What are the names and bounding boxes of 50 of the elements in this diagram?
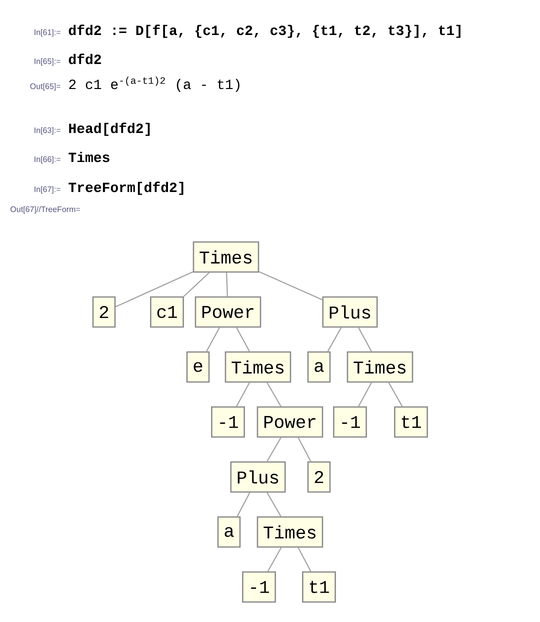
tree-node: -1 [242, 571, 276, 603]
code-text: Times [68, 152, 110, 162]
tree-edge [358, 327, 372, 352]
code-text: dfd2 [68, 54, 101, 64]
tree-node: a [217, 516, 241, 548]
tree-edge [236, 492, 250, 517]
tree-edge [358, 382, 372, 407]
tree-node: Times [224, 351, 292, 383]
tree-node: -1 [211, 406, 245, 438]
prompt-label: In[66]:= [34, 156, 60, 164]
tree-node: c1 [150, 296, 184, 328]
tree-node: Times [346, 351, 414, 383]
tree-edge [298, 437, 312, 462]
code-text: dfd2 := D[f[a, {c1, c2, c3}, {t1, t2, t3}], t1] [68, 24, 460, 38]
tree-edge [206, 327, 220, 352]
tree-edge [388, 382, 403, 407]
tree-edge [115, 271, 194, 308]
tree-edge [226, 272, 228, 296]
tree-edge [266, 382, 282, 407]
code-text: Head[dfd2] [69, 122, 150, 136]
prompt-label: In[63]:= [34, 127, 60, 135]
result-text: 2 c1 e$^{-(a-t1)2}$ (a - t1) [69, 76, 240, 92]
tree-node: Plus [322, 296, 378, 328]
prompt-label: In[61]:= [34, 29, 60, 37]
tree-edge [183, 272, 210, 297]
tree-node: Times [192, 241, 260, 273]
tree-edge [266, 492, 282, 517]
tree-node: Plus [230, 461, 286, 493]
tree-node: t1 [394, 406, 428, 438]
tree-node: Power [256, 406, 324, 438]
prompt-label: Out[67]//TreeForm= [10, 206, 80, 214]
tree-edge [266, 437, 282, 462]
prompt-label: Out[65]= [30, 83, 60, 91]
tree-edge [236, 327, 250, 352]
prompt-label: In[67]:= [34, 186, 60, 194]
tree-edge [258, 271, 322, 300]
prompt-label: In[65]:= [34, 58, 60, 66]
tree-node: -1 [333, 406, 367, 438]
tree-node: 2 [92, 296, 116, 328]
tree-edge [298, 547, 312, 572]
code-text: TreeForm[dfd2] [68, 182, 184, 195]
tree-node: Power [194, 296, 262, 328]
tree-node: e [186, 351, 210, 383]
tree-edge [267, 547, 282, 572]
tree-edge [236, 382, 250, 407]
tree-node: a [307, 351, 331, 383]
tree-edge [327, 327, 342, 352]
tree-node: t1 [302, 571, 336, 603]
tree-node: 2 [307, 461, 331, 493]
tree-node: Times [256, 516, 324, 548]
